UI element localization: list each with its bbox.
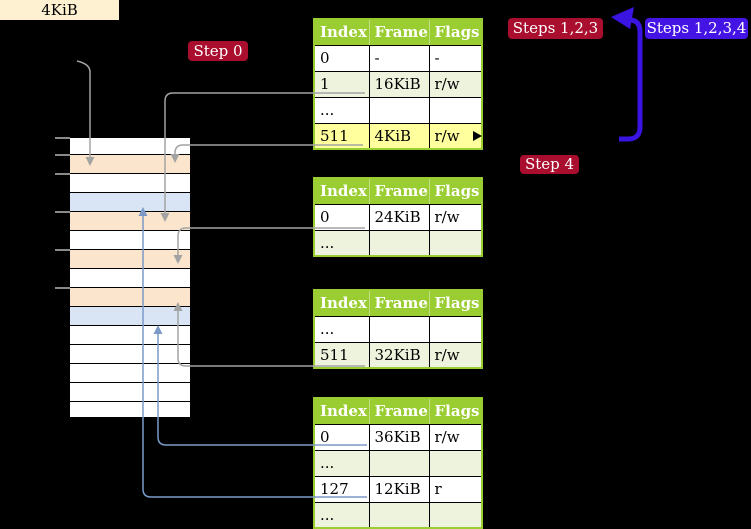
table-cell: ...	[313, 229, 370, 257]
table-cell: 12KiB	[368, 475, 430, 503]
table-cell	[428, 315, 483, 343]
table-cell: r/w	[428, 70, 483, 98]
steps-1234-badge: Steps 1,2,3,4	[645, 18, 748, 39]
table-cell: r/w	[428, 341, 483, 369]
table-cell: 0	[313, 44, 370, 72]
column-header: Index	[314, 19, 369, 46]
table-cell: -	[428, 44, 483, 72]
memory-frame-row-white	[70, 383, 190, 402]
table-cell	[428, 449, 483, 477]
table-row: ...	[313, 501, 483, 529]
memory-frame-row-white	[70, 326, 190, 345]
table-row: ...	[313, 229, 483, 257]
address-tick	[55, 249, 70, 251]
address-tick	[55, 137, 70, 139]
address-tick	[55, 173, 70, 175]
table-cell: ...	[313, 315, 370, 343]
memory-frame-row-white	[70, 364, 190, 383]
address-tick	[55, 154, 70, 156]
column-header: Flags	[428, 178, 482, 205]
table-cell: r/w	[428, 122, 483, 150]
table-cell: 36KiB	[368, 423, 430, 451]
steps-123-badge: Steps 1,2,3	[508, 18, 603, 39]
table-cell	[368, 449, 430, 477]
memory-frame-row-peach	[55, 154, 190, 174]
table-cell: 16KiB	[368, 70, 430, 98]
table-cell: ...	[313, 449, 370, 477]
table-cell: -	[368, 44, 430, 72]
memory-frame-row-white	[55, 137, 190, 155]
memory-frame-row-peach	[55, 211, 190, 231]
table-row: ...	[313, 96, 483, 124]
table-cell	[428, 229, 483, 257]
table-cell	[368, 501, 430, 529]
column-header: Frame	[368, 178, 429, 205]
column-header: Index	[314, 178, 369, 205]
table-cell: 511	[313, 341, 370, 369]
memory-frame-row-white	[70, 269, 190, 288]
column-header: Index	[314, 398, 369, 425]
frame-address-label: 4KiB	[0, 0, 119, 20]
column-header: Flags	[428, 19, 482, 46]
table-cell: ...	[313, 96, 370, 124]
table-cell: 1	[313, 70, 370, 98]
memory-frame-row-peach	[55, 249, 190, 269]
memory-frame-row-white	[70, 231, 190, 250]
column-header: Frame	[368, 19, 429, 46]
column-header: Flags	[428, 290, 482, 317]
column-header: Flags	[428, 398, 482, 425]
recursive-loop-arrow	[611, 7, 643, 142]
memory-frame-row-white	[55, 173, 190, 193]
memory-frame-row-white	[70, 345, 190, 364]
step-4-badge: Step 4	[520, 155, 579, 174]
table-cell	[428, 96, 483, 124]
table-cell	[368, 315, 430, 343]
table-row: ...	[313, 315, 483, 343]
address-tick	[55, 287, 70, 289]
table-cell: 0	[313, 423, 370, 451]
table-row: 0--	[313, 44, 483, 72]
memory-frame-row-peach	[55, 287, 190, 307]
table-cell: 32KiB	[368, 341, 430, 369]
address-tick	[55, 211, 70, 213]
column-header: Frame	[368, 290, 429, 317]
memory-frame-row-blue	[70, 307, 190, 326]
table-cell	[368, 96, 430, 124]
table-cell: r/w	[428, 203, 483, 231]
table-cell	[368, 229, 430, 257]
table-cell: 511	[313, 122, 370, 150]
table-cell: r	[428, 475, 483, 503]
column-header: Frame	[368, 398, 429, 425]
table-cell: 24KiB	[368, 203, 430, 231]
table-cell: 127	[313, 475, 370, 503]
table-cell	[428, 501, 483, 529]
step-0-badge: Step 0	[188, 41, 248, 61]
memory-frame-row-blue	[70, 193, 190, 212]
table-cell: 4KiB	[368, 122, 430, 150]
table-cell: r/w	[428, 423, 483, 451]
column-header: Index	[314, 290, 369, 317]
table-row: ...	[313, 449, 483, 477]
memory-column	[55, 137, 190, 417]
table-cell: 0	[313, 203, 370, 231]
table-cell: ...	[313, 501, 370, 529]
